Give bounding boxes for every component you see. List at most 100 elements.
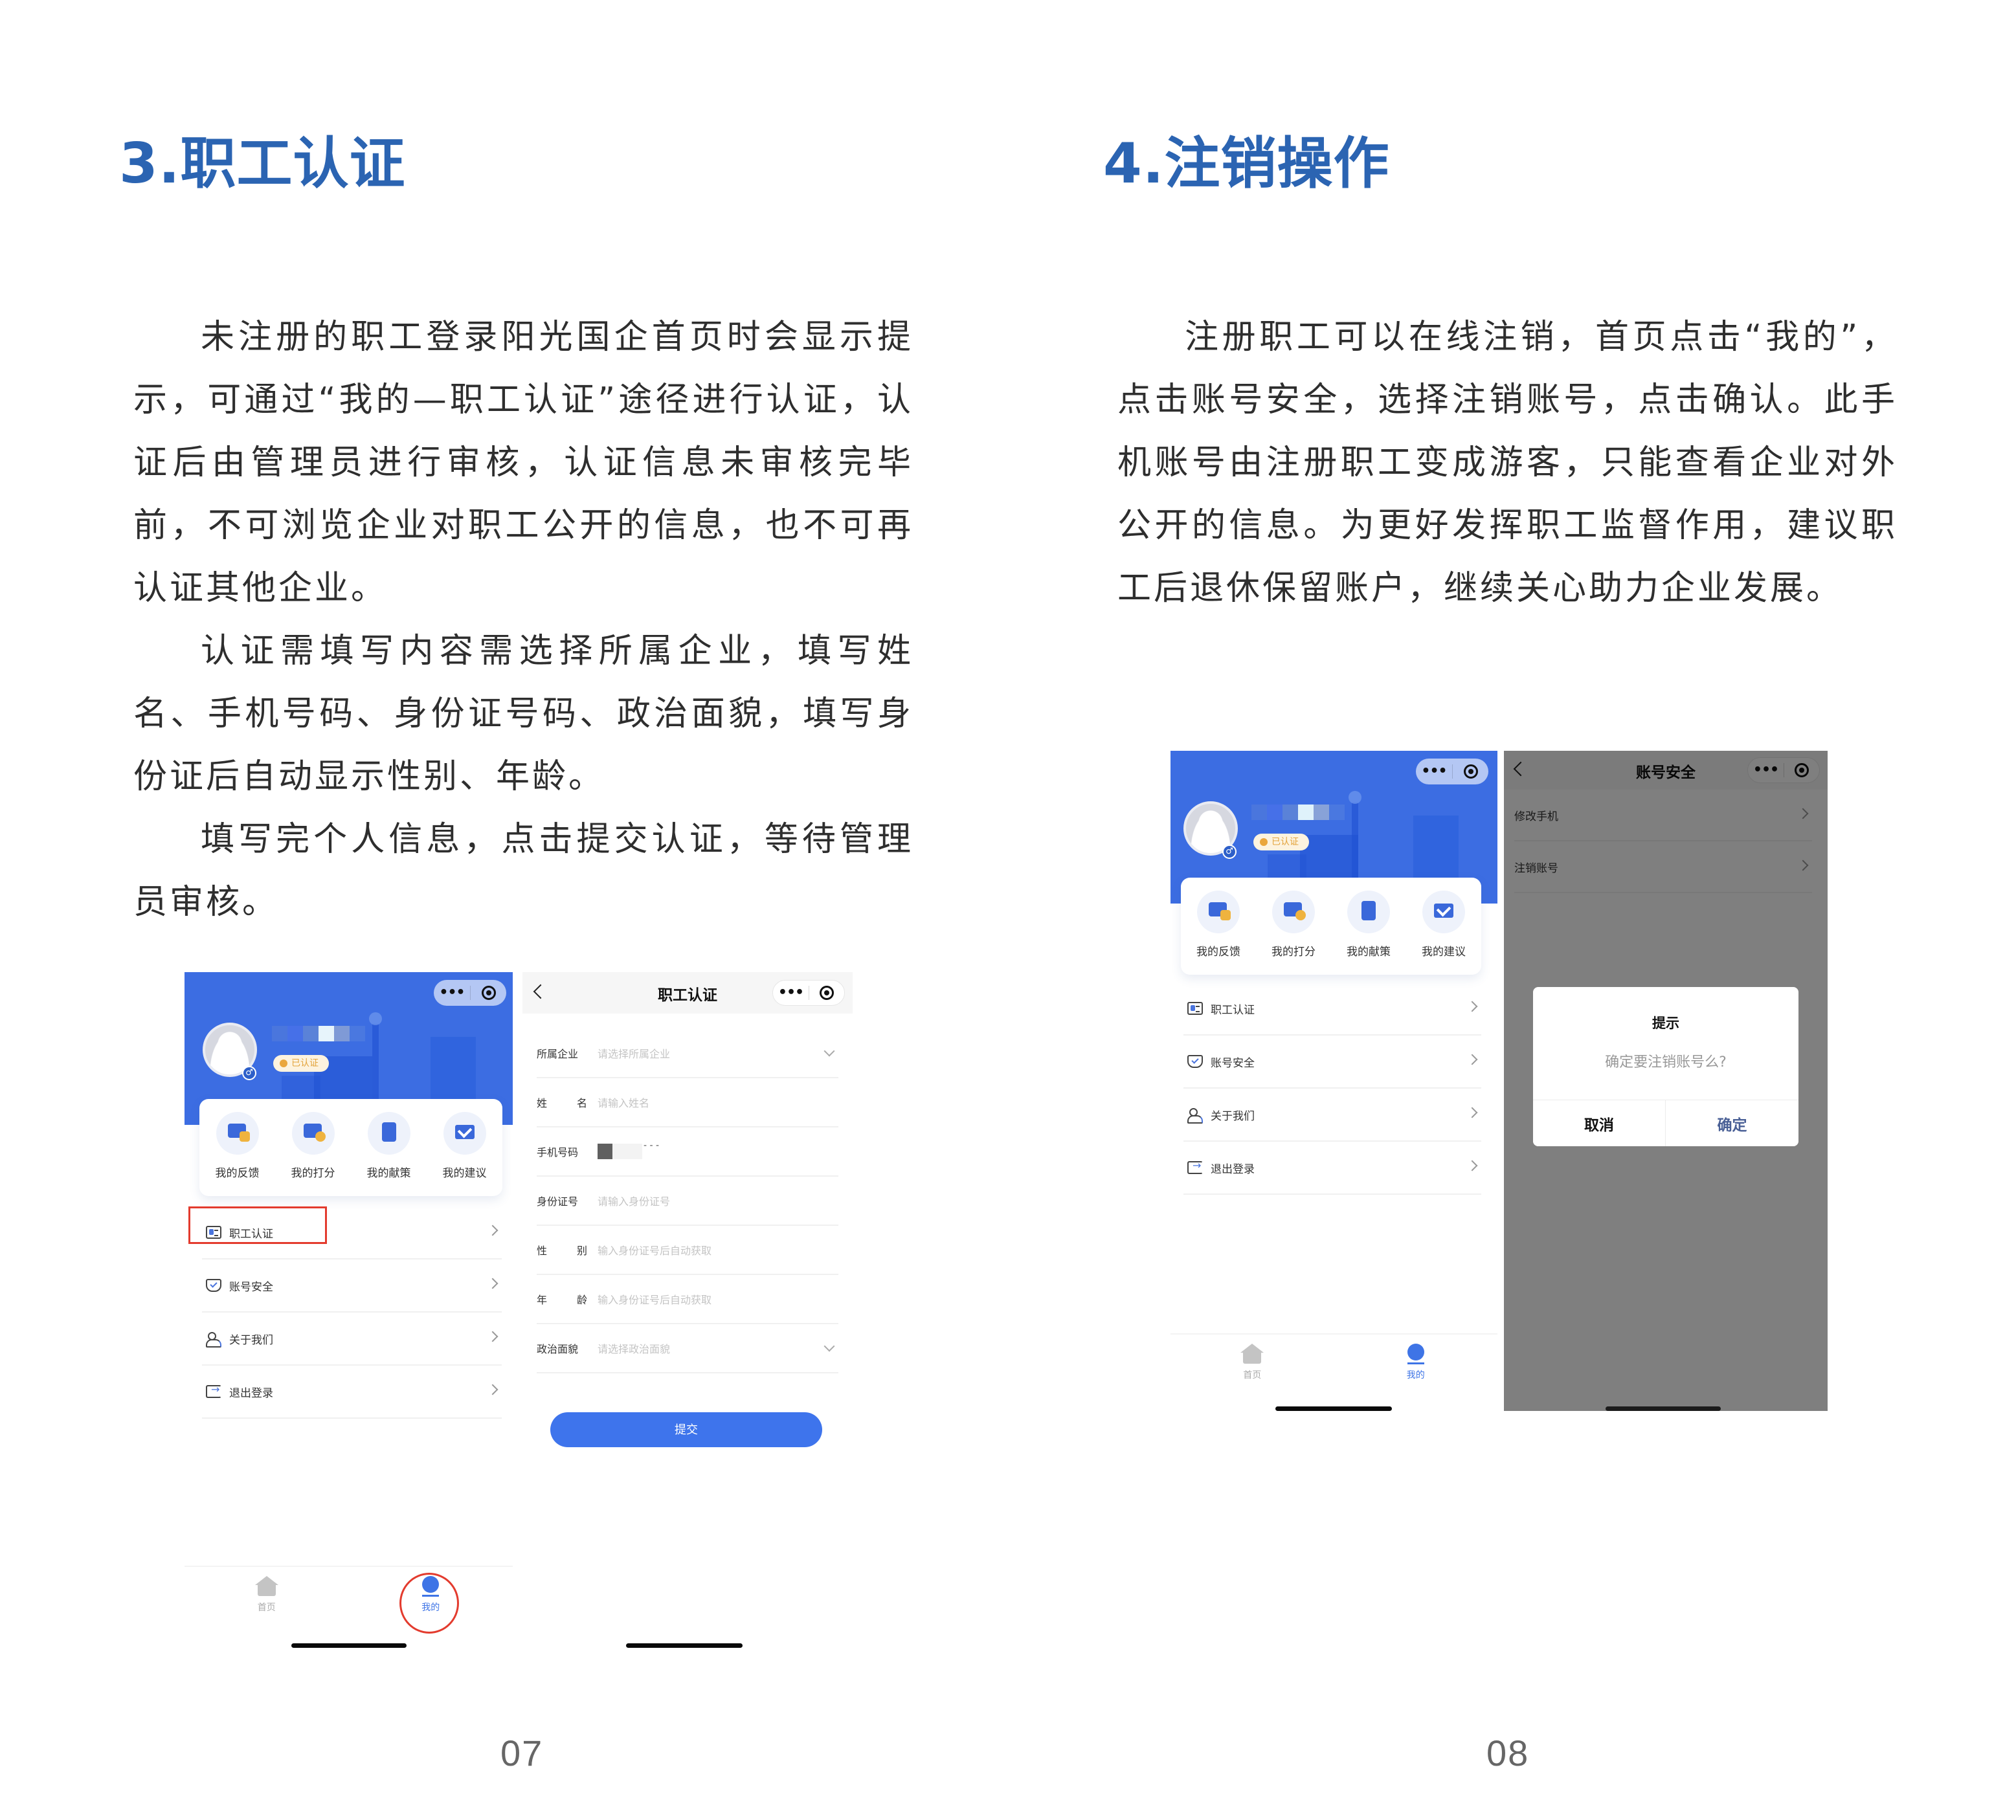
verified-icon <box>280 1060 287 1067</box>
quick-actions-card: 我的反馈 我的打分 我的献策 我的建议 <box>1181 878 1481 975</box>
rating-icon <box>1272 891 1315 933</box>
chevron-down-icon <box>823 1340 835 1352</box>
verified-badge: 已认证 <box>1253 834 1309 850</box>
menu-item-logout[interactable]: 退出登录 <box>1183 1142 1481 1195</box>
quick-action-advice[interactable]: 我的建议 <box>1406 891 1481 975</box>
verified-badge: 已认证 <box>273 1055 329 1072</box>
more-icon[interactable]: ••• <box>778 984 804 1001</box>
home-indicator <box>1275 1406 1392 1411</box>
right-body-text: 注册职工可以在线注销，首页点击“我的”，点击账号安全，选择注销账号，点击确认。此… <box>1117 306 1898 620</box>
tab-home[interactable]: 首页 <box>1170 1335 1334 1398</box>
home-indicator <box>1606 1406 1721 1411</box>
confirm-button[interactable]: 确定 <box>1666 1100 1798 1146</box>
quick-action-feedback[interactable]: 我的反馈 <box>1181 891 1256 975</box>
home-icon <box>254 1576 278 1597</box>
suggestion-note-icon <box>367 1112 410 1155</box>
dialog-message: 确定要注销账号么? <box>1605 1054 1727 1071</box>
paragraph: 未注册的职工登录阳光国企首页时会显示提示，可通过“我的—职工认证”途径进行认证，… <box>133 318 913 608</box>
section-title-account-cancellation: 4.注销操作 <box>1103 131 1390 196</box>
quick-action-advice[interactable]: 我的建议 <box>427 1112 502 1196</box>
quick-action-rating[interactable]: 我的打分 <box>275 1112 351 1196</box>
highlight-employee-cert <box>188 1206 327 1244</box>
chevron-down-icon <box>823 1045 835 1057</box>
shield-icon <box>1187 1055 1203 1068</box>
home-indicator <box>626 1643 743 1648</box>
gender-male-icon: ♂ <box>1222 845 1237 859</box>
field-name[interactable]: 姓名 请输入姓名 <box>537 1078 838 1127</box>
quick-actions-card: 我的反馈 我的打分 我的献策 我的建议 <box>199 1099 502 1196</box>
phone-screen-employee-cert-form: 职工认证 ••• 所属企业 请选择所属企业 姓名 请输入姓名 手机号码 - - … <box>522 972 853 1658</box>
close-miniprogram-icon[interactable] <box>809 986 844 1000</box>
miniprogram-capsule: ••• <box>434 980 506 1006</box>
avatar[interactable] <box>1183 801 1238 856</box>
tab-mine[interactable]: 我的 <box>1334 1335 1498 1398</box>
menu-item-about-us[interactable]: 关于我们 <box>1183 1089 1481 1142</box>
envelope-icon <box>443 1112 486 1155</box>
close-miniprogram-icon[interactable] <box>1453 764 1488 779</box>
submit-button[interactable]: 提交 <box>550 1412 822 1447</box>
close-miniprogram-icon[interactable] <box>471 986 506 1000</box>
phone-screen-account-security: 账号安全 ••• 修改手机 注销账号 提示 确定要注销账号么? 取消 确定 <box>1504 751 1828 1411</box>
field-age: 年龄 输入身份证号后自动获取 <box>537 1275 838 1324</box>
page-title: 职工认证 <box>658 987 717 1004</box>
menu-item-about-us[interactable]: 关于我们 <box>202 1313 502 1366</box>
confirm-dialog: 提示 确定要注销账号么? 取消 确定 <box>1533 987 1798 1146</box>
chevron-right-icon <box>1466 1160 1478 1171</box>
menu-item-account-security[interactable]: 账号安全 <box>1183 1036 1481 1089</box>
shield-icon <box>206 1279 221 1292</box>
tab-bar: 首页 我的 <box>185 1566 513 1630</box>
envelope-icon <box>1422 891 1465 933</box>
chevron-right-icon <box>487 1384 498 1395</box>
phone-screen-mine: ••• ♂ 已认证 我的反馈 我的打分 我的献策 我的建议 职工认证 账号安全 <box>185 972 513 1658</box>
dialog-title: 提示 <box>1652 1015 1679 1031</box>
quick-action-suggestion[interactable]: 我的献策 <box>1331 891 1406 975</box>
verified-icon <box>1260 838 1268 846</box>
gender-male-icon: ♂ <box>242 1066 256 1080</box>
suggestion-note-icon <box>1347 891 1390 933</box>
users-icon <box>1187 1108 1203 1124</box>
feedback-icon <box>1197 891 1240 933</box>
more-icon[interactable]: ••• <box>1421 763 1447 779</box>
more-icon[interactable]: ••• <box>439 984 465 1001</box>
cancel-button[interactable]: 取消 <box>1533 1100 1666 1146</box>
section-title-employee-certification: 3.职工认证 <box>119 131 406 196</box>
rating-icon <box>291 1112 335 1155</box>
mine-menu: 职工认证 账号安全 关于我们 退出登录 <box>202 1206 502 1419</box>
field-phone[interactable]: 手机号码 - - - <box>537 1127 838 1177</box>
menu-item-logout[interactable]: 退出登录 <box>202 1366 502 1419</box>
id-card-icon <box>1187 1002 1203 1015</box>
field-id-number[interactable]: 身份证号 请输入身份证号 <box>537 1177 838 1226</box>
users-icon <box>206 1332 221 1348</box>
feedback-icon <box>216 1112 259 1155</box>
mine-menu: 职工认证 账号安全 关于我们 退出登录 <box>1183 982 1481 1195</box>
field-political-status[interactable]: 政治面貌 请选择政治面貌 <box>537 1324 838 1373</box>
tab-bar: 首页 我的 <box>1170 1333 1497 1398</box>
quick-action-feedback[interactable]: 我的反馈 <box>199 1112 275 1196</box>
paragraph: 填写完个人信息，点击提交认证，等待管理员审核。 <box>133 820 913 922</box>
field-enterprise[interactable]: 所属企业 请选择所属企业 <box>537 1029 838 1078</box>
menu-item-employee-cert[interactable]: 职工认证 <box>1183 982 1481 1036</box>
home-icon <box>1240 1344 1264 1364</box>
highlight-tab-mine <box>399 1573 459 1634</box>
quick-action-rating[interactable]: 我的打分 <box>1256 891 1331 975</box>
dialog-actions: 取消 确定 <box>1533 1100 1798 1146</box>
chevron-right-icon <box>487 1225 498 1236</box>
paragraph: 注册职工可以在线注销，首页点击“我的”，点击账号安全，选择注销账号，点击确认。此… <box>1117 318 1898 608</box>
menu-item-employee-cert[interactable]: 职工认证 <box>202 1206 502 1260</box>
username-masked <box>272 1026 365 1041</box>
miniprogram-capsule: ••• <box>1416 759 1488 784</box>
miniprogram-capsule: ••• <box>772 980 845 1006</box>
page-number: 08 <box>1486 1733 1530 1773</box>
field-gender: 性别 输入身份证号后自动获取 <box>537 1226 838 1275</box>
home-indicator <box>291 1643 407 1648</box>
tab-home[interactable]: 首页 <box>185 1567 349 1630</box>
id-card-icon <box>206 1226 221 1239</box>
chevron-right-icon <box>487 1331 498 1342</box>
menu-item-account-security[interactable]: 账号安全 <box>202 1260 502 1313</box>
chevron-right-icon <box>1466 1001 1478 1012</box>
chevron-right-icon <box>1466 1107 1478 1118</box>
quick-action-suggestion[interactable]: 我的献策 <box>351 1112 427 1196</box>
phone-screen-mine-2: ••• ♂ 已认证 我的反馈 我的打分 我的献策 我的建议 职工认证 <box>1170 751 1497 1417</box>
username-masked <box>1251 805 1345 820</box>
chevron-right-icon <box>487 1278 498 1289</box>
